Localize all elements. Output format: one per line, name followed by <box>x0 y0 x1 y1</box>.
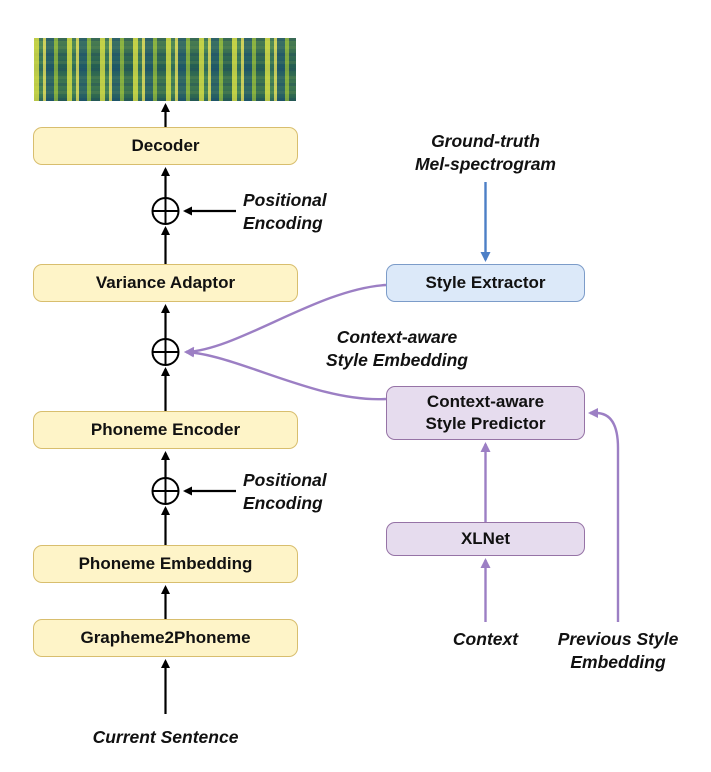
positional-encoding-label-lower: Positional Encoding <box>243 470 327 514</box>
previous-style-embedding-label: Previous Style Embedding <box>557 629 679 673</box>
add-node-middle <box>151 338 180 366</box>
mel-spectrogram-image <box>34 38 296 101</box>
context-style-embedding-label: Context-aware Style Embedding <box>326 327 468 371</box>
add-node-upper <box>151 197 180 225</box>
grapheme2phoneme-box: Grapheme2Phoneme <box>33 619 298 657</box>
phoneme-encoder-box: Phoneme Encoder <box>33 411 298 449</box>
context-label: Context <box>452 629 519 649</box>
style-extractor-box: Style Extractor <box>386 264 585 302</box>
positional-encoding-arrows <box>183 206 236 496</box>
current-sentence-label: Current Sentence <box>92 727 239 747</box>
predictor-flow-arrows <box>480 408 620 622</box>
style-embedding-arrows <box>184 283 387 401</box>
xlnet-box: XLNet <box>386 522 585 556</box>
add-node-lower <box>151 477 180 505</box>
decoder-box: Decoder <box>33 127 298 165</box>
positional-encoding-label-upper: Positional Encoding <box>243 190 327 234</box>
ground-truth-mel-label: Ground-truth Mel-spectrogram <box>414 131 556 175</box>
variance-adaptor-box: Variance Adaptor <box>33 264 298 302</box>
phoneme-embedding-box: Phoneme Embedding <box>33 545 298 583</box>
style-predictor-box: Context-aware Style Predictor <box>386 386 585 440</box>
